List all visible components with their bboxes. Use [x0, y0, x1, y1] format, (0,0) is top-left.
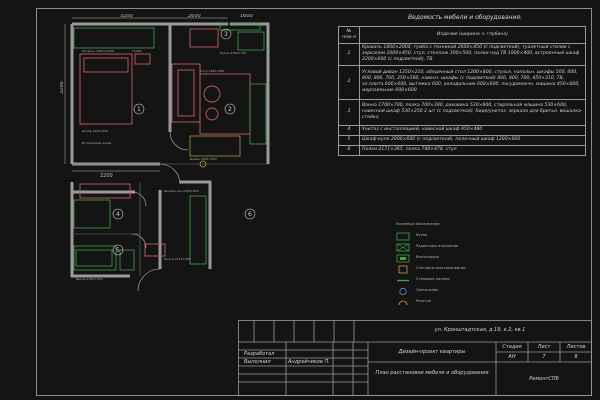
title-block-sheet-value: 7 [542, 354, 546, 360]
radiator-symbol-icon [396, 243, 410, 252]
wall-panel-symbol-icon [397, 279, 409, 282]
room-number-4: 4 [116, 211, 120, 218]
legend-title: Условные обозначения [396, 222, 440, 226]
spec-header-num: № пом-я [338, 26, 360, 44]
meter-symbol-icon [398, 265, 408, 274]
plan-dim-top-left: 3200 [120, 14, 133, 19]
spec-row-text: Кровать 1800×2000, тумба с техникой 2600… [359, 43, 586, 66]
spec-row-text: Унитаз с инсталляцией, навесной шкаф 950… [359, 124, 586, 136]
spec-header-row: № пом-я Изделие (ширина × глубина) [338, 26, 586, 44]
spec-header-item: Изделие (ширина × глубина) [359, 26, 586, 44]
legend-item: Вентиляция [396, 254, 516, 263]
plan-dim-top-right: 1600 [240, 14, 253, 19]
legend-item-label: Счетчики электроэнергии [416, 266, 466, 270]
title-block-role-checked: Выполнил [244, 359, 271, 365]
spec-row-num: 6 [338, 144, 360, 156]
title-block-sheet-label: Лист [537, 344, 551, 350]
legend-item-label: Вентиляция [416, 255, 439, 259]
title-block-sheets-value: 8 [574, 354, 578, 360]
plan-dim-bottom-left: 2200 [100, 173, 113, 179]
room-number-2: 2 [228, 106, 232, 113]
furniture-note: Полки 2171×365 [164, 257, 191, 261]
title-block-grid [238, 320, 592, 396]
legend-item: Кухня [396, 232, 516, 241]
legend-item: Розетка [396, 298, 516, 307]
furniture-note: Стол 1200×800 [200, 69, 225, 73]
room-number-1: 1 [137, 106, 141, 113]
spec-row-text: Полки 2171×365, полка 748×478, стул [359, 144, 586, 156]
legend-item-label: Кухня [416, 233, 428, 237]
light-symbol-icon [399, 287, 407, 296]
plan-dim-left-vertical: 3200 [60, 81, 65, 94]
ventilation-symbol-icon [396, 254, 410, 263]
spec-title: Ведомость мебели и оборудования: [407, 14, 522, 21]
socket-symbol-icon [398, 300, 408, 306]
title-block-sheets-label: Листов [566, 344, 586, 350]
title-block-company: РемонтСПб [529, 376, 559, 382]
title-block-stage-value: АН [508, 354, 516, 360]
spec-row-text: Шкаф-купе 2000×600 (с подсветкой), полоч… [359, 134, 586, 146]
title-block-project: Дизайн-проект квартиры [398, 349, 466, 355]
title-block-address: ул. Кронштадтская, д.19, к.2, кв.1 [434, 327, 526, 333]
spec-row: 2 Угловой диван 1350×210, обеденный стол… [338, 64, 586, 100]
legend-item-label: Светильник [416, 288, 439, 292]
spec-row-num: 2 [338, 64, 360, 100]
spec-row: 6 Полки 2171×365, полка 748×478, стул [338, 144, 586, 156]
furniture-note: Кухня 3700×700 [220, 51, 246, 55]
room-number-5: 5 [116, 247, 120, 254]
furniture-note: Шкаф 1400×450 [82, 129, 108, 133]
furniture-note: Встроенный шкаф [82, 141, 112, 145]
floor-plan: 3200 2600 1600 2200 3200 1 2 3 4 5 6 Кро… [60, 14, 270, 292]
spec-row: 5 Шкаф-купе 2000×600 (с подсветкой), пол… [338, 134, 586, 146]
spec-row-num: 4 [338, 124, 360, 136]
title-block-person: Андрейчиков П. [288, 359, 330, 365]
legend-item: Светильник [396, 287, 516, 296]
spec-row: 3 Ванна 1700×700, полка 700×380, раковин… [338, 98, 586, 126]
legend-item: Радиаторы отопления [396, 243, 516, 252]
furniture-note: Диван 2200×950 [190, 157, 217, 161]
spec-row-num: 5 [338, 134, 360, 146]
room-number-3: 3 [224, 31, 228, 38]
legend-item-label: Розетка [416, 299, 431, 303]
furniture-note: Кровать 1800×2000 [82, 49, 114, 53]
furniture-note: Шкаф-купе 2000×600 [164, 189, 199, 193]
spec-row-num: 3 [338, 98, 360, 126]
legend-item: Стеновые панели [396, 276, 516, 285]
plan-dim-top-mid: 2600 [188, 14, 201, 19]
spec-row: 1 Кровать 1800×2000, тумба с техникой 26… [338, 43, 586, 66]
spec-row-text: Ванна 1700×700, полка 700×380, раковина … [359, 98, 586, 126]
legend-item: Счетчики электроэнергии [396, 265, 516, 274]
furniture-note: Ванна 1700×700 [76, 277, 103, 281]
title-block-sheet-title: План расстановки мебели и оборудования [375, 370, 489, 376]
kitchen-symbol-icon [396, 232, 410, 241]
room-number-6: 6 [248, 211, 252, 218]
title-block: ул. Кронштадтская, д.19, к.2, кв.1 Разра… [238, 320, 592, 396]
legend-item-label: Радиаторы отопления [416, 244, 459, 248]
spec-row-text: Угловой диван 1350×210, обеденный стол 1… [359, 64, 586, 100]
furniture-spec-table: № пом-я Изделие (ширина × глубина) 1 Кро… [338, 26, 586, 156]
title-block-role-designer: Разработал [244, 351, 275, 357]
spec-row: 4 Унитаз с инсталляцией, навесной шкаф 9… [338, 124, 586, 136]
furniture-note: Тумба [131, 49, 142, 53]
title-block-stage-label: Стадия [502, 344, 522, 350]
legend-item-label: Стеновые панели [416, 277, 450, 281]
spec-row-num: 1 [338, 43, 360, 66]
